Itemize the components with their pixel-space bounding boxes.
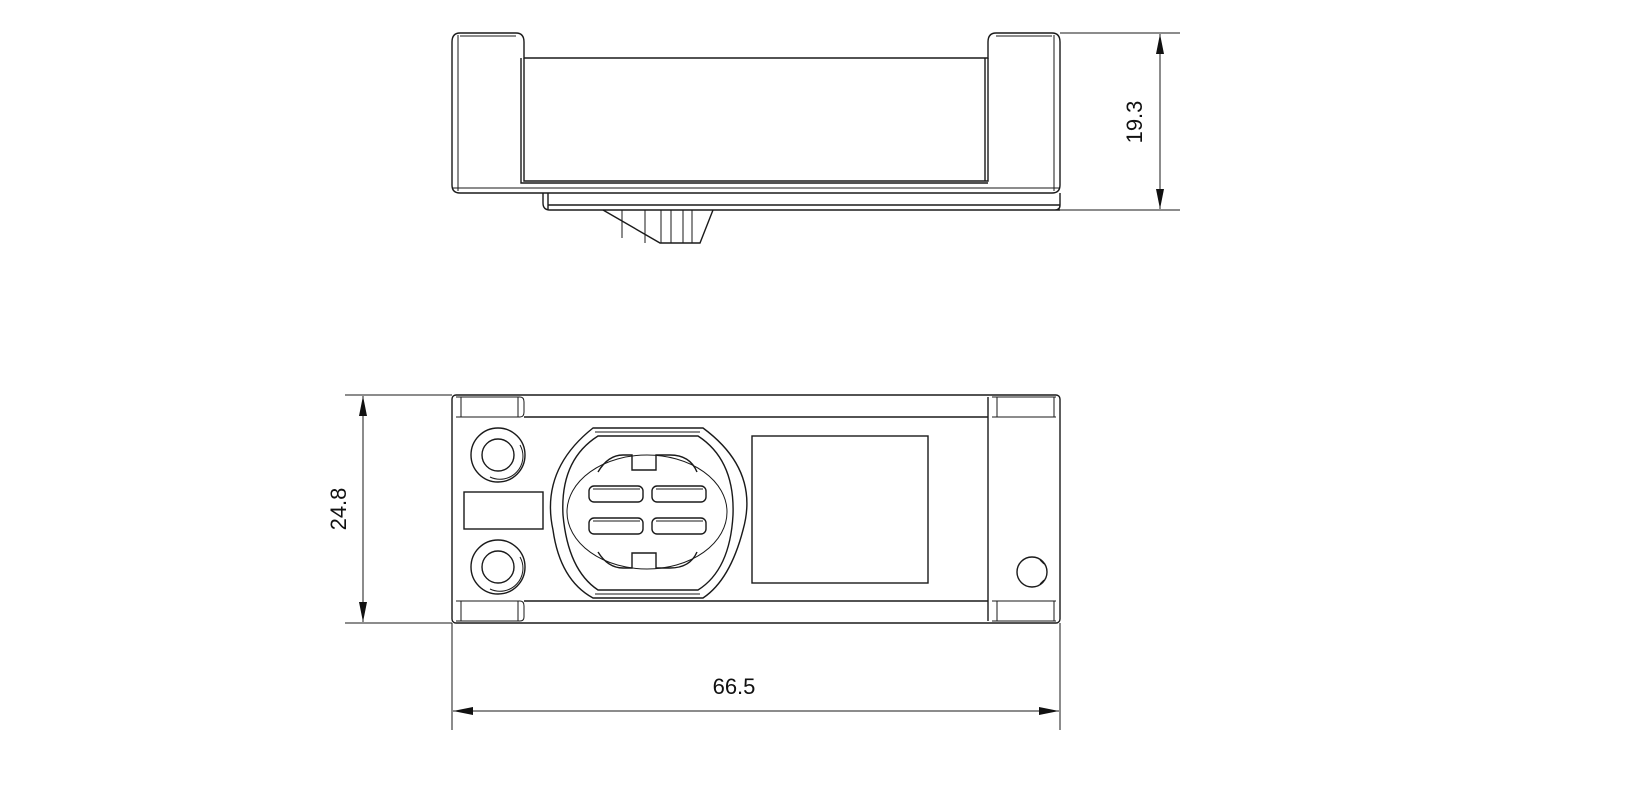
dimension-height-top: 19.3	[1060, 32, 1180, 211]
display-window	[751, 435, 929, 584]
dimension-label-19-3: 19.3	[1122, 101, 1147, 144]
dimension-label-66-5: 66.5	[713, 674, 756, 699]
jack-bottom	[470, 539, 526, 595]
dimension-width-front: 66.5	[451, 623, 1061, 730]
label-area	[463, 491, 544, 530]
dimension-height-front: 24.8	[326, 394, 452, 624]
mounting-tab	[602, 209, 714, 244]
indicator-circle	[1016, 556, 1048, 588]
dimension-label-24-8: 24.8	[326, 488, 351, 531]
front-view	[451, 394, 1061, 624]
connector	[549, 427, 748, 599]
top-view	[451, 32, 1061, 244]
jack-top	[470, 427, 526, 483]
corner-tabs	[456, 396, 1056, 622]
